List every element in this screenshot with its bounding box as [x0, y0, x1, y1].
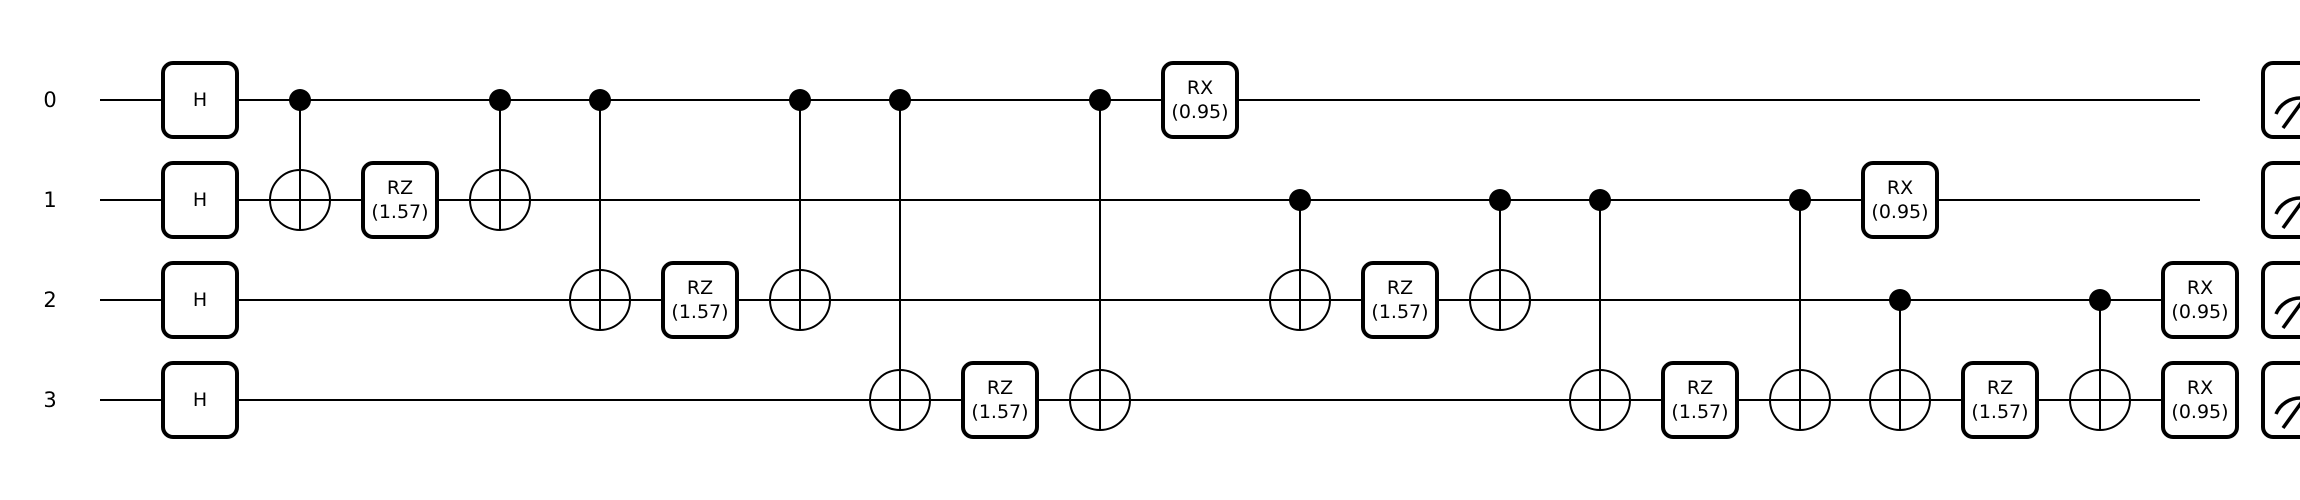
gate-rz: RZ(1.57): [1361, 261, 1439, 339]
cnot-gate: [269, 89, 331, 231]
gate-box: [161, 361, 239, 439]
gate-rz: RZ(1.57): [1961, 361, 2039, 439]
meter-needle: [2281, 401, 2300, 430]
cnot-gate: [569, 89, 631, 331]
gate-label: RX: [1187, 77, 1213, 99]
gate-label: H: [193, 89, 207, 111]
gate-label: RZ: [1687, 377, 1713, 399]
measurement-meter-icon: [2261, 161, 2300, 239]
gate-label: RX: [2187, 377, 2213, 399]
cnot-gate: [1269, 189, 1331, 331]
wire-labels-layer: 0 1 2 3: [43, 88, 56, 412]
gate-h: H: [161, 161, 239, 239]
meter-arc: [2274, 196, 2300, 215]
gate-param: (1.57): [1971, 401, 2028, 423]
meter-arc: [2274, 396, 2300, 415]
gate-box: [161, 61, 239, 139]
meter-needle: [2281, 301, 2300, 330]
cnot-control-dot: [1289, 189, 1311, 211]
cnot-control-dot: [1789, 189, 1811, 211]
cnot-control-dot: [889, 89, 911, 111]
gate-box: [2161, 261, 2239, 339]
cnot-gate: [1869, 289, 1931, 431]
gate-param: (0.95): [2171, 401, 2228, 423]
gate-h: H: [161, 361, 239, 439]
wire-label: 2: [43, 288, 56, 312]
cnot-gate: [2069, 289, 2131, 431]
cnot-gate: [1069, 89, 1131, 431]
cnot-control-dot: [489, 89, 511, 111]
measurement-meter-icon: [2261, 261, 2300, 339]
gate-label: H: [193, 289, 207, 311]
gate-param: (1.57): [371, 201, 428, 223]
gate-h: H: [161, 261, 239, 339]
gate-label: RX: [1887, 177, 1913, 199]
cnot-control-dot: [1089, 89, 1111, 111]
cnot-control-dot: [789, 89, 811, 111]
gate-box: [661, 261, 739, 339]
gate-param: (1.57): [1671, 401, 1728, 423]
gate-param: (1.57): [1371, 301, 1428, 323]
cnot-control-dot: [1489, 189, 1511, 211]
cnot-control-dot: [589, 89, 611, 111]
gate-label: H: [193, 189, 207, 211]
meter-arc: [2274, 96, 2300, 115]
cnot-gate: [869, 89, 931, 431]
gate-rx: RX(0.95): [2161, 361, 2239, 439]
gate-box: [2161, 361, 2239, 439]
cnot-gate: [1469, 189, 1531, 331]
gate-label: RZ: [387, 177, 413, 199]
gate-param: (0.95): [2171, 301, 2228, 323]
gate-box: [961, 361, 1039, 439]
gate-param: (1.57): [971, 401, 1028, 423]
meter-arc: [2274, 296, 2300, 315]
gate-box: [161, 161, 239, 239]
gate-label: RZ: [987, 377, 1013, 399]
cnot-gate: [469, 89, 531, 231]
gate-label: RZ: [687, 277, 713, 299]
gate-box: [1361, 261, 1439, 339]
gate-label: H: [193, 389, 207, 411]
cnot-gate: [769, 89, 831, 331]
measurement-meter-icon: [2261, 61, 2300, 139]
cnot-control-dot: [289, 89, 311, 111]
operations-layer: HHHHRZ(1.57)RZ(1.57)RZ(1.57)RX(0.95)RZ(1…: [161, 61, 2300, 439]
gate-param: (0.95): [1171, 101, 1228, 123]
cnot-control-dot: [1889, 289, 1911, 311]
cnot-gate: [1569, 189, 1631, 431]
gate-label: RZ: [1987, 377, 2013, 399]
measurement-meter-icon: [2261, 361, 2300, 439]
gate-label: RX: [2187, 277, 2213, 299]
gate-h: H: [161, 61, 239, 139]
gate-rz: RZ(1.57): [661, 261, 739, 339]
wire-label: 0: [43, 88, 56, 112]
gate-box: [1961, 361, 2039, 439]
gate-param: (0.95): [1871, 201, 1928, 223]
gate-box: [1661, 361, 1739, 439]
gate-rz: RZ(1.57): [1661, 361, 1739, 439]
wires-layer: [100, 99, 2200, 401]
gate-rx: RX(0.95): [1861, 161, 1939, 239]
meter-needle: [2281, 201, 2300, 230]
gate-rz: RZ(1.57): [961, 361, 1039, 439]
cnot-control-dot: [2089, 289, 2111, 311]
gate-box: [161, 261, 239, 339]
gate-param: (1.57): [671, 301, 728, 323]
gate-label: RZ: [1387, 277, 1413, 299]
gate-box: [1861, 161, 1939, 239]
gate-box: [1161, 61, 1239, 139]
wire-label: 1: [43, 188, 56, 212]
cnot-control-dot: [1589, 189, 1611, 211]
gate-box: [361, 161, 439, 239]
meter-needle: [2281, 101, 2300, 130]
wire-label: 3: [43, 388, 56, 412]
gate-rz: RZ(1.57): [361, 161, 439, 239]
gate-rx: RX(0.95): [1161, 61, 1239, 139]
gate-rx: RX(0.95): [2161, 261, 2239, 339]
cnot-gate: [1769, 189, 1831, 431]
